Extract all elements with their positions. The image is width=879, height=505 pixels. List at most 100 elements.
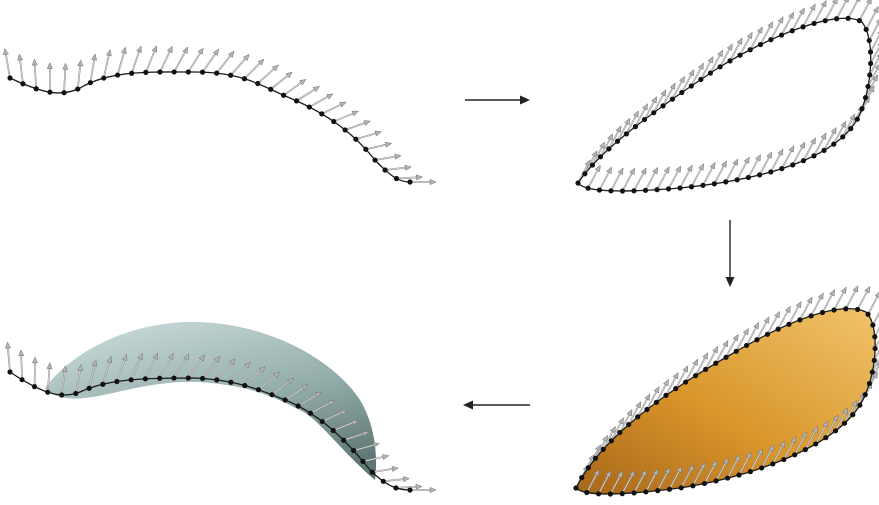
vertex-dot [823, 435, 828, 440]
vertex-dot [643, 489, 648, 494]
vertex-dot [7, 75, 12, 80]
vertex-dot [723, 179, 728, 184]
vertex-dot [779, 32, 784, 37]
vertex-dot [114, 379, 119, 384]
normal-vector [63, 63, 68, 92]
normal-vector [297, 86, 320, 101]
vertex-dot [615, 139, 620, 144]
vertex-dot [573, 485, 578, 490]
vertex-dot [712, 181, 717, 186]
normal-vector [284, 79, 306, 95]
vertex-dot [200, 376, 205, 381]
normal-vector [385, 165, 411, 170]
vertex-dot [157, 69, 162, 74]
vertex-dot [872, 358, 877, 363]
vertex-dot [870, 369, 875, 374]
vertex-dot [383, 167, 388, 172]
vertex-dot [372, 157, 377, 162]
normal-vector [18, 54, 23, 84]
vertex-dot [754, 337, 759, 342]
vertex-dot [360, 459, 365, 464]
normal-vector [599, 167, 611, 190]
orange-surface [576, 309, 875, 494]
vertex-dot [651, 110, 656, 115]
vertex-dot [228, 380, 233, 385]
normal-vector [5, 342, 10, 372]
vertex-dot [624, 131, 629, 136]
vertex-dot [768, 169, 773, 174]
vertex-dot [88, 80, 93, 85]
vertex-dot [786, 322, 791, 327]
vertex-dot [586, 465, 591, 470]
vertex-dot [867, 381, 872, 386]
vertex-dot [45, 390, 50, 395]
vertex-dot [735, 177, 740, 182]
normal-vector [375, 154, 401, 160]
vertex-dot [579, 475, 584, 480]
normal-vector [132, 46, 142, 73]
vertex-dot [32, 384, 37, 389]
vertex-dot [670, 97, 675, 102]
vertex-dot [859, 106, 864, 111]
normal-vector [118, 47, 127, 75]
teal-surface [45, 322, 376, 480]
vertex-dot [593, 456, 598, 461]
vertex-dot [790, 28, 795, 33]
vertex-dot [666, 186, 671, 191]
vertex-dot [620, 188, 625, 193]
normal-vector [848, 0, 860, 18]
vertex-dot [61, 90, 66, 95]
panel-deformed-surface [5, 322, 436, 493]
vertex-dot [268, 87, 273, 92]
normal-vector [90, 54, 96, 83]
vertex-dot [848, 126, 853, 131]
vertex-dot [758, 42, 763, 47]
vertex-dot [757, 172, 762, 177]
vertex-dot [596, 491, 601, 496]
vertex-dot [269, 392, 274, 397]
panel-loop-normals [575, 0, 879, 194]
vertex-dot [626, 422, 631, 427]
vertex-dot [693, 373, 698, 378]
vertex-dot [20, 81, 25, 86]
vertex-dot [683, 379, 688, 384]
vertex-dot [718, 64, 723, 69]
vertex-dot [343, 127, 348, 132]
loop-vertices [575, 16, 873, 194]
normal-vector [244, 59, 264, 79]
vertex-dot [667, 487, 672, 492]
vertex-dot [725, 475, 730, 480]
normal-vector [309, 94, 333, 107]
vertex-dot [242, 383, 247, 388]
vertex-dot [59, 392, 64, 397]
vertex-dot [633, 124, 638, 129]
vertex-dot [809, 313, 814, 318]
vertex-dot [654, 187, 659, 192]
normal-vector [657, 167, 669, 190]
vertex-dot [873, 346, 878, 351]
vertex-dot [813, 441, 818, 446]
normal-vector [258, 65, 279, 83]
vertex-dot [642, 117, 647, 122]
normal-vector [174, 47, 188, 72]
normal-vector [146, 46, 157, 73]
normal-vector [322, 102, 346, 114]
vertex-dot [863, 95, 868, 100]
vertex-dot [172, 69, 177, 74]
normal-vector [203, 49, 219, 72]
vertex-dot [644, 407, 649, 412]
vertex-dot [353, 137, 358, 142]
vertex-dot [800, 24, 805, 29]
vertex-dot [679, 485, 684, 490]
vertex-dot [872, 334, 877, 339]
vertex-dot [759, 465, 764, 470]
normal-vector [410, 487, 436, 492]
vertex-dot [655, 488, 660, 493]
panel-filled-surface [573, 286, 879, 497]
vertex-dot [654, 400, 659, 405]
vertex-dot [186, 375, 191, 380]
vertex-dot [363, 147, 368, 152]
vertex-dot [171, 375, 176, 380]
normal-vector [160, 46, 172, 72]
vertex-dot [620, 491, 625, 496]
